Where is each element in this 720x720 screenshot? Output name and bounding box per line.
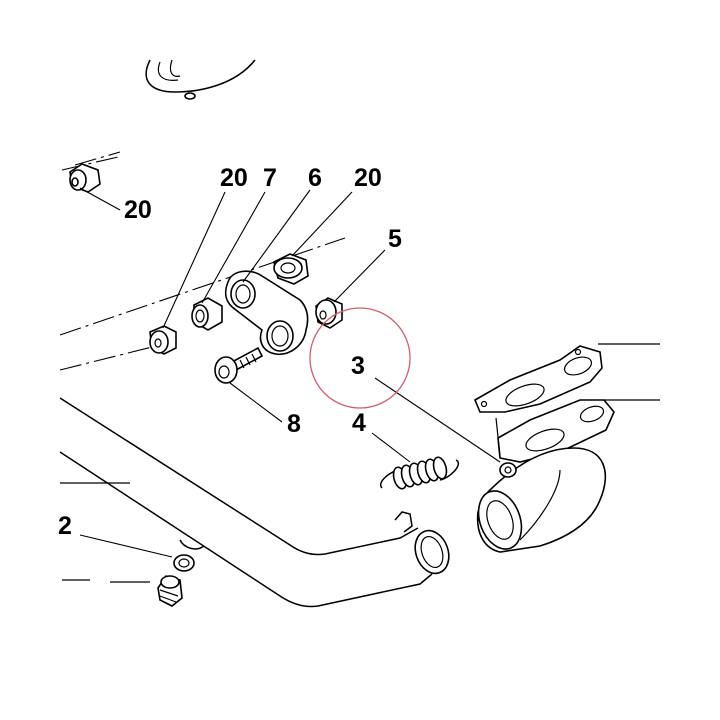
callout-8: 8 bbox=[287, 410, 301, 438]
callout-labels: 20 20 7 6 20 5 3 4 8 2 bbox=[58, 164, 402, 540]
housing-part-top bbox=[145, 59, 256, 100]
callout-20-a: 20 bbox=[220, 164, 248, 192]
bushing-20-right[interactable] bbox=[273, 253, 309, 285]
mounting-link-6[interactable] bbox=[224, 270, 309, 355]
callout-7: 7 bbox=[263, 164, 277, 192]
callout-5: 5 bbox=[388, 225, 402, 253]
callout-6: 6 bbox=[308, 164, 322, 192]
washer-2[interactable] bbox=[173, 554, 195, 572]
bushing-7[interactable] bbox=[191, 297, 223, 331]
leader-lines bbox=[79, 189, 501, 558]
bolt[interactable] bbox=[157, 575, 183, 607]
callout-2: 2 bbox=[58, 512, 72, 540]
exhaust-manifold[interactable] bbox=[471, 343, 660, 555]
bushing-5[interactable] bbox=[315, 297, 343, 329]
callout-4: 4 bbox=[352, 409, 366, 437]
spring-4[interactable] bbox=[379, 456, 460, 490]
screw-8[interactable] bbox=[214, 346, 264, 384]
exhaust-pipe[interactable] bbox=[59, 397, 455, 608]
dash-marks-left bbox=[62, 579, 150, 583]
bushing-20-center[interactable] bbox=[149, 325, 177, 355]
callout-3: 3 bbox=[351, 352, 365, 380]
callout-20-left: 20 bbox=[124, 196, 152, 224]
bushing-20-left[interactable] bbox=[69, 163, 121, 211]
callout-20-b: 20 bbox=[354, 164, 382, 192]
center-lines bbox=[59, 151, 346, 371]
highlight-circle bbox=[309, 307, 411, 409]
